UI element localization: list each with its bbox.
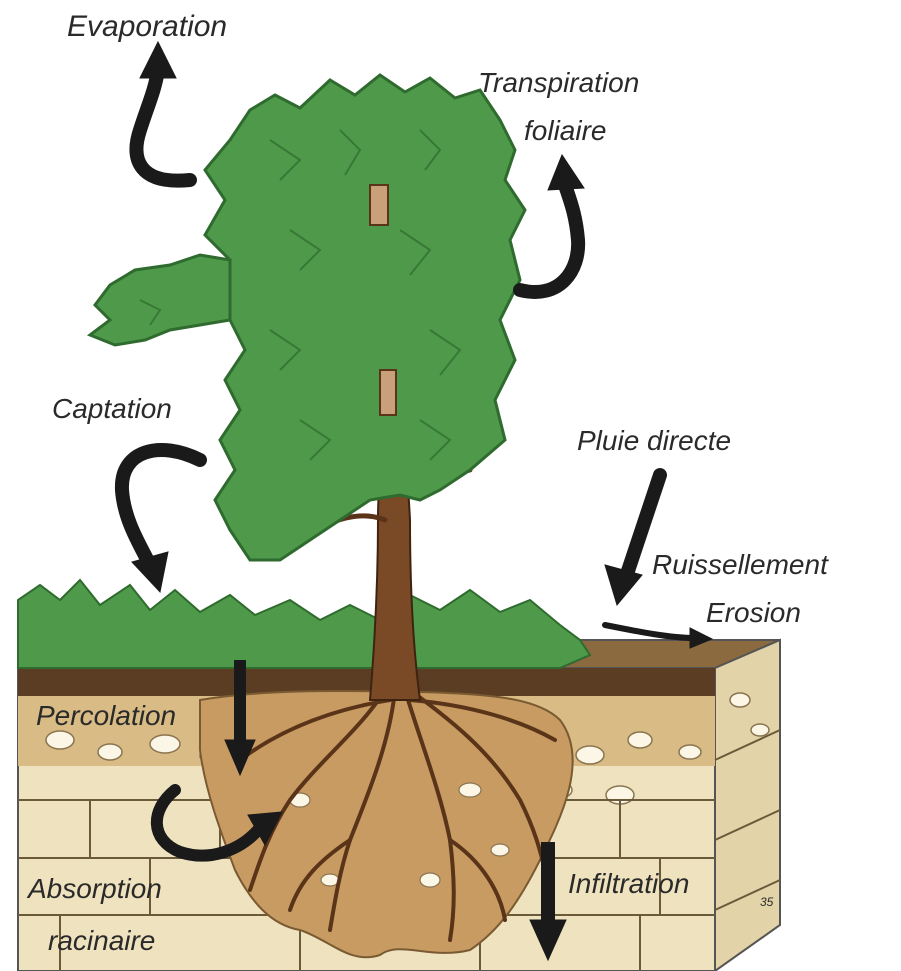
ground-vegetation — [18, 580, 590, 668]
crown-main — [205, 75, 525, 560]
grass-strip — [18, 580, 590, 668]
evaporation-arrow — [137, 42, 190, 181]
label-erosion: Erosion — [706, 597, 801, 628]
label-absorption-line1: Absorption — [26, 873, 162, 904]
tree-crown — [90, 75, 525, 560]
captation-arrow — [122, 450, 200, 592]
crown-trunk-gap-1 — [370, 185, 388, 225]
soil-side-face — [715, 640, 780, 971]
label-transpiration-line1: Transpiration — [478, 67, 639, 98]
label-ruissellement: Ruissellement — [652, 549, 829, 580]
transpiration-arrow — [520, 155, 584, 292]
label-evaporation: Evaporation — [67, 10, 227, 43]
label-percolation: Percolation — [36, 700, 176, 731]
pluie-directe-arrow — [605, 475, 660, 605]
label-captation: Captation — [52, 393, 172, 424]
label-signature: 35 — [760, 895, 774, 909]
crown-trunk-gap-2 — [380, 370, 396, 415]
label-absorption-line2: racinaire — [48, 925, 155, 956]
label-infiltration: Infiltration — [568, 868, 689, 899]
label-transpiration-line2: foliaire — [524, 115, 606, 146]
crown-left-branch — [90, 255, 230, 345]
label-pluie-directe: Pluie directe — [577, 425, 731, 456]
